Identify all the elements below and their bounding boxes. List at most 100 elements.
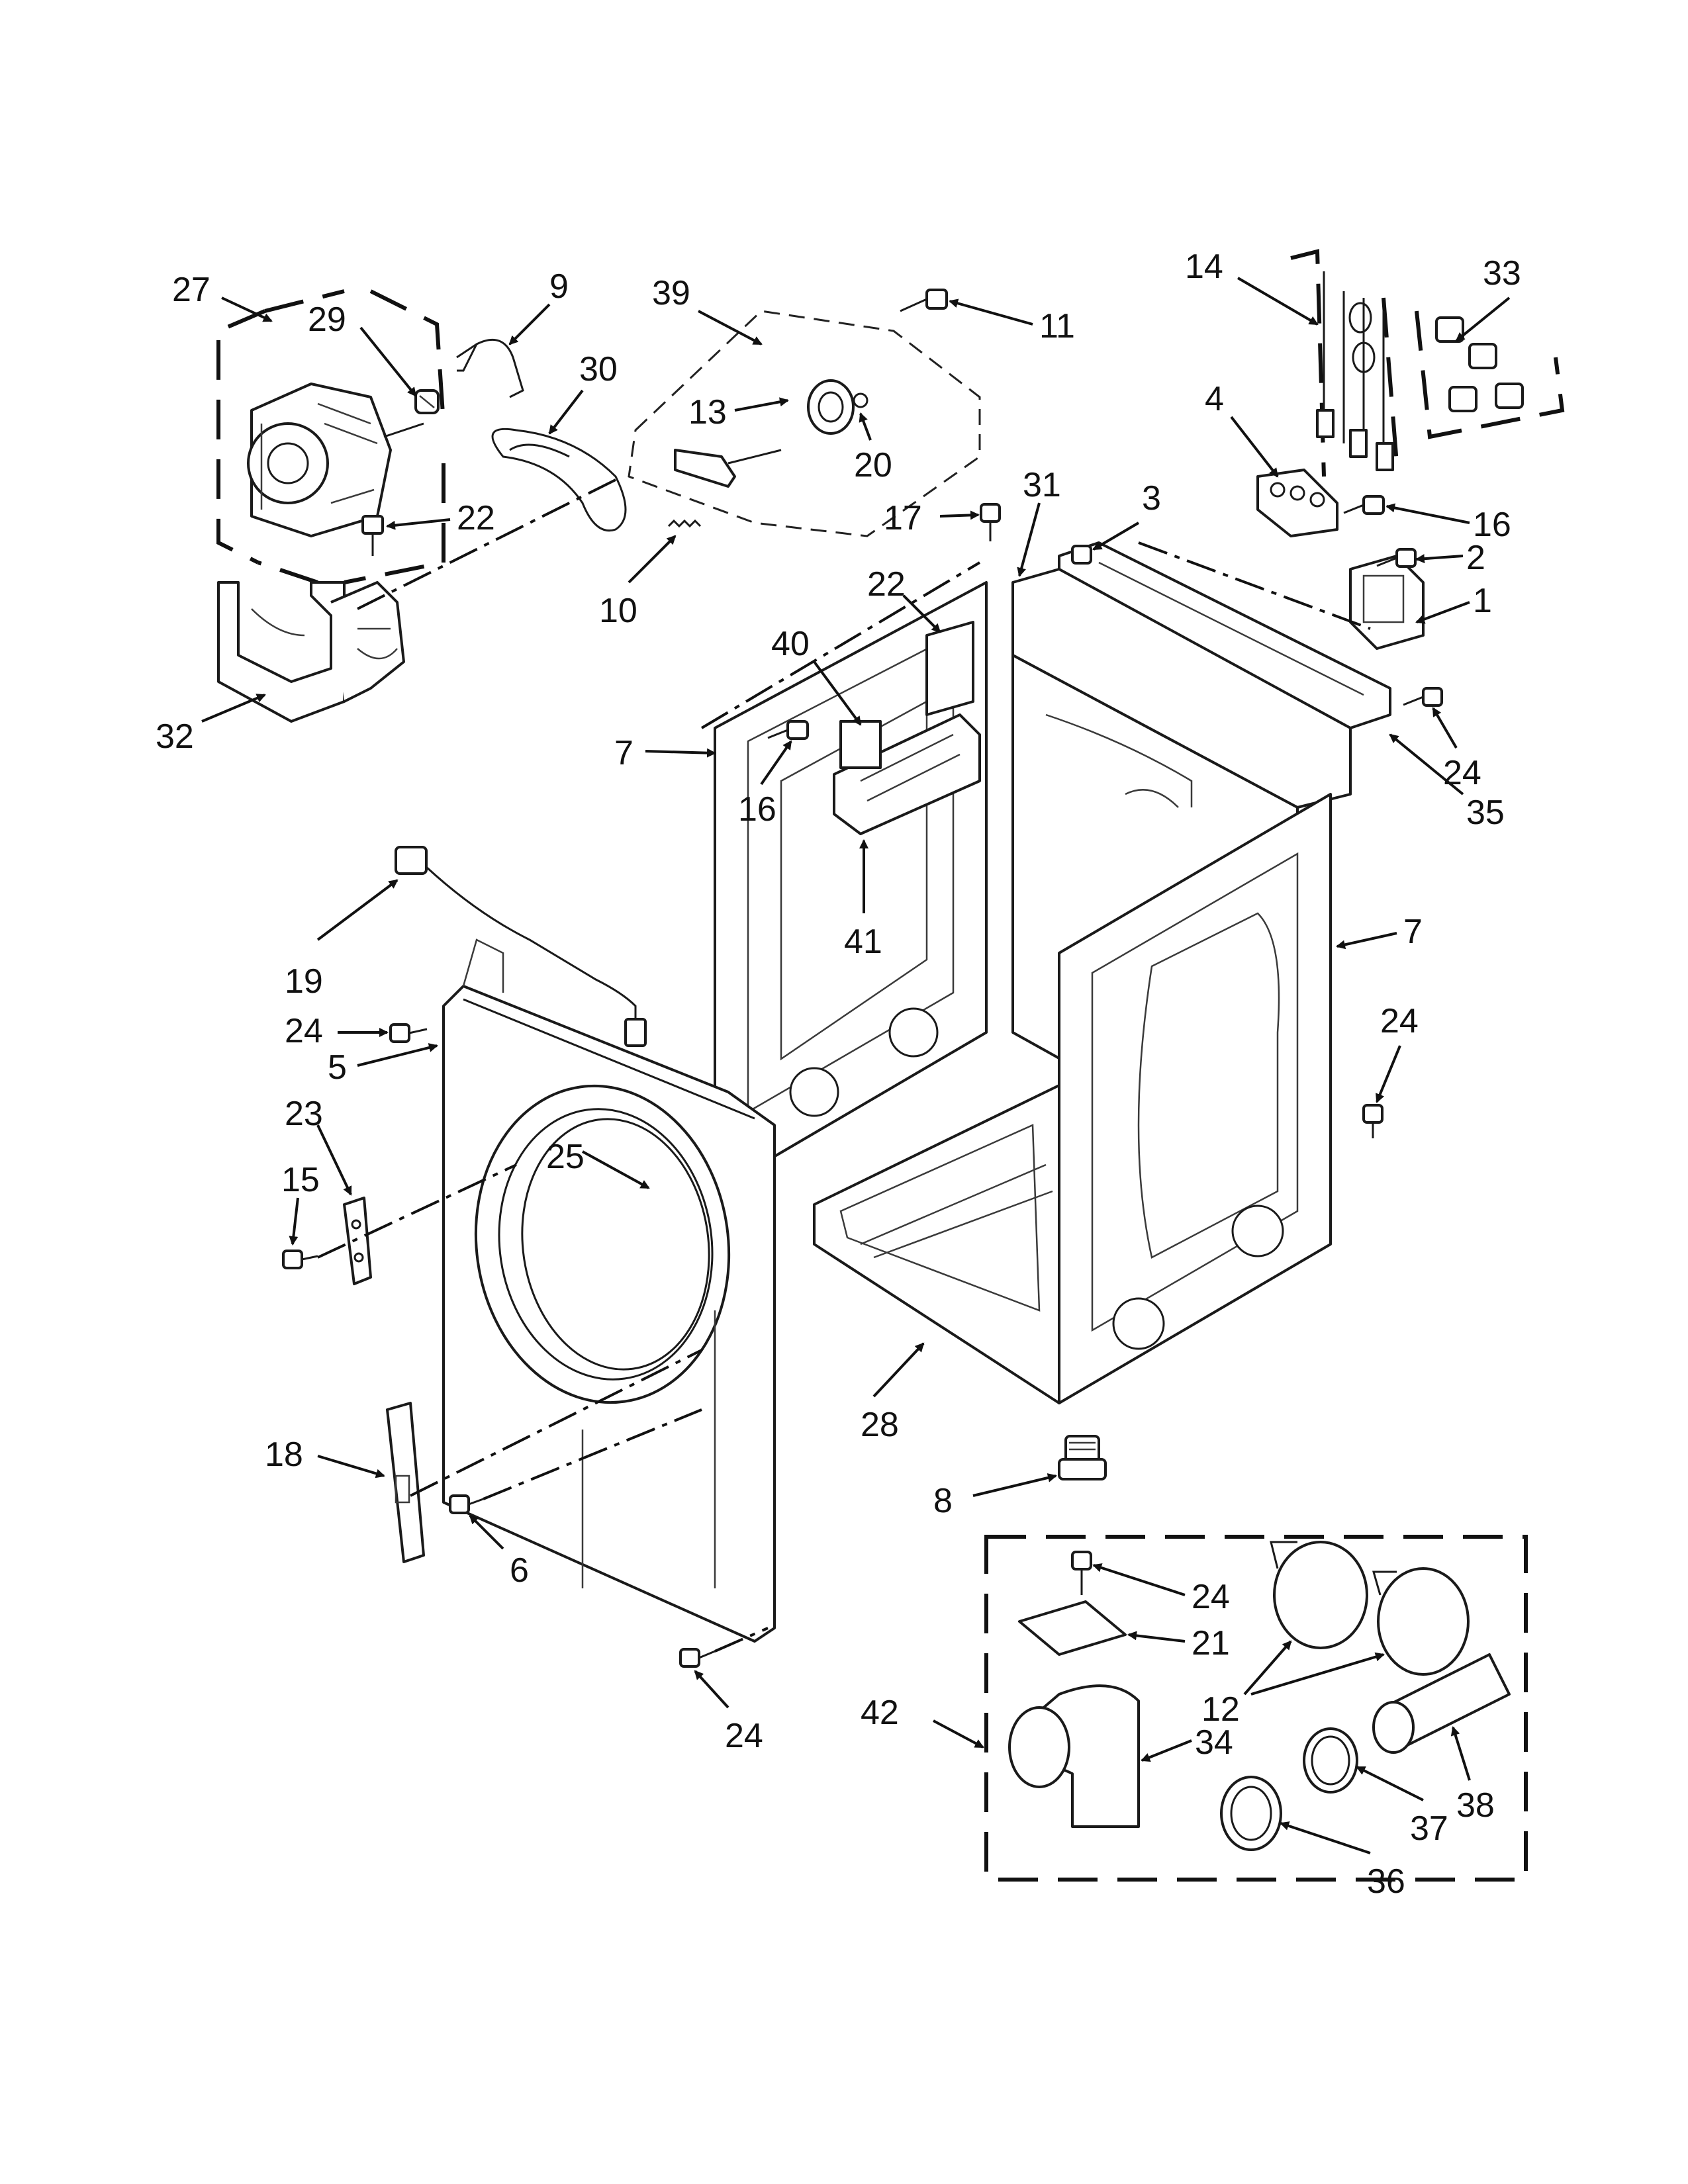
leader-35	[1389, 733, 1464, 796]
leader-6	[469, 1514, 504, 1550]
callout-24-front-lower: 24	[725, 1717, 763, 1755]
callout-41: 41	[844, 923, 882, 961]
leader-17	[939, 510, 980, 520]
leader-9	[508, 303, 551, 345]
harness-group-box-33	[1415, 310, 1565, 439]
cabinet-base-28	[813, 1084, 1060, 1404]
harness-group-box-14	[1290, 249, 1399, 477]
callout-9: 9	[549, 267, 569, 306]
leader-12a	[1243, 1640, 1292, 1696]
heater-bracket-41	[833, 713, 981, 835]
leader-38	[1450, 1726, 1471, 1781]
callout-24-rear: 24	[1443, 754, 1481, 792]
motor-clamp-9	[456, 338, 524, 398]
leader-11	[949, 298, 1033, 326]
leader-19	[316, 879, 399, 941]
callout-2: 2	[1466, 539, 1485, 577]
clamp-36	[1220, 1776, 1282, 1851]
callout-7-right: 7	[1403, 913, 1423, 951]
callout-31: 31	[1023, 466, 1061, 504]
leader-2	[1415, 554, 1464, 564]
chain-line-hinge	[410, 1349, 702, 1497]
leader-16-rear	[1385, 503, 1470, 524]
callout-27: 27	[172, 271, 211, 309]
callout-35: 35	[1466, 794, 1505, 832]
leader-24-rear	[1432, 707, 1458, 749]
callout-39: 39	[652, 274, 690, 312]
screw-24-front-lower	[679, 1648, 716, 1668]
insulation-pad-22	[925, 621, 974, 716]
screw-15	[282, 1250, 318, 1269]
callout-16-cabinet: 16	[738, 790, 776, 829]
screw-6	[449, 1494, 484, 1514]
leader-36	[1280, 1821, 1371, 1854]
callout-36: 36	[1367, 1862, 1405, 1901]
leader-39	[698, 310, 763, 345]
callout-7-left: 7	[614, 734, 633, 772]
callout-labels: 1 2 3 4 5 6 7 7 8 9 10 11 12 13 14 15 16…	[156, 248, 1521, 1901]
terminal-block-4	[1256, 469, 1338, 537]
screw-11	[900, 289, 948, 312]
callout-33: 33	[1483, 254, 1521, 293]
callout-22-motor: 22	[457, 499, 495, 537]
leader-1	[1415, 601, 1470, 624]
chain-line-screw24	[714, 1627, 769, 1653]
leader-13	[734, 397, 789, 412]
vent-hood-12a	[1270, 1541, 1368, 1649]
leader-3	[1092, 522, 1140, 551]
leader-29	[359, 326, 417, 397]
leader-22-motor	[386, 518, 451, 530]
cover-plate-21	[1018, 1600, 1127, 1656]
control-bracket-1	[1349, 555, 1425, 650]
door-switch-19	[395, 846, 647, 1047]
callout-6: 6	[510, 1551, 529, 1590]
callout-28: 28	[861, 1406, 899, 1444]
callout-24-right: 24	[1380, 1002, 1419, 1040]
leader-37	[1356, 1766, 1424, 1801]
idler-bracket-13	[674, 449, 782, 488]
chain-line-screw6	[483, 1408, 702, 1500]
screw-24-right	[1362, 1104, 1383, 1138]
leader-22-cabinet	[902, 594, 941, 633]
leader-30	[548, 389, 584, 435]
callout-23: 23	[285, 1095, 323, 1133]
callout-37: 37	[1410, 1809, 1448, 1848]
callout-29: 29	[308, 300, 346, 339]
leader-34	[1141, 1739, 1192, 1762]
screw-16-cabinet	[767, 720, 809, 740]
drive-motor	[247, 383, 424, 537]
callout-3: 3	[1142, 479, 1161, 518]
screw-24-vent	[1071, 1551, 1092, 1595]
vent-pipe-38	[1372, 1653, 1511, 1754]
callout-14: 14	[1185, 248, 1223, 286]
leader-25	[582, 1150, 650, 1189]
chain-line-strike	[317, 1163, 517, 1259]
coupler-37	[1303, 1727, 1358, 1794]
screw-2	[1376, 548, 1417, 568]
leader-18	[317, 1455, 385, 1479]
leader-5	[357, 1043, 438, 1067]
callout-5: 5	[328, 1048, 347, 1087]
callout-24-vent: 24	[1192, 1578, 1230, 1616]
leader-7-right	[1336, 932, 1397, 950]
leader-33	[1455, 296, 1511, 342]
callout-15: 15	[281, 1161, 320, 1199]
callout-40: 40	[771, 625, 810, 663]
callout-10: 10	[599, 592, 637, 630]
leader-24-vent	[1092, 1563, 1186, 1596]
callout-17: 17	[884, 499, 922, 537]
callout-18: 18	[265, 1435, 303, 1474]
callout-13: 13	[688, 393, 727, 432]
leader-28	[872, 1342, 925, 1398]
wire-harness-14	[1316, 271, 1394, 471]
screw-16-rear	[1343, 495, 1385, 515]
cabinet-right-side-panel-7	[1058, 793, 1332, 1404]
chain-line-idler	[700, 561, 981, 729]
screw-24-front-upper	[389, 1023, 428, 1043]
elbow-34	[1008, 1684, 1140, 1828]
leader-24-right	[1376, 1045, 1401, 1103]
leader-8	[972, 1473, 1057, 1497]
callout-11: 11	[1039, 307, 1075, 345]
motor-assembly-group-box	[216, 289, 445, 584]
